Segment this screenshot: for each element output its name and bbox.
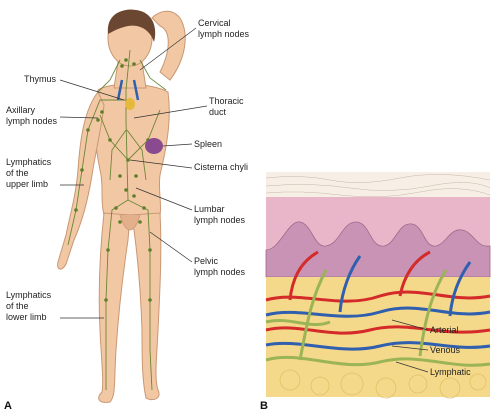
hair (107, 9, 156, 42)
pelvis-shading (119, 214, 141, 231)
label-axillary-lymph-nodes: Axillary lymph nodes (6, 105, 58, 126)
lymph-node (132, 62, 136, 66)
lymph-node (114, 206, 118, 210)
spleen (145, 138, 163, 154)
lymph-node (80, 168, 84, 172)
lymph-node (104, 298, 108, 302)
label-cervical-lymph-nodes: Cervical lymph nodes (198, 18, 250, 39)
lymph-node (118, 220, 122, 224)
lymph-node (148, 298, 152, 302)
lymph-node (106, 248, 110, 252)
torso (93, 83, 170, 216)
lymph-node (96, 118, 100, 122)
label-pelvic-lymph-nodes: Pelvic lymph nodes (194, 256, 246, 277)
fat-cells (279, 369, 487, 399)
label-lymphatics-lower-limb: Lymphatics of the lower limb (6, 290, 52, 322)
human-body-illustration (57, 9, 186, 403)
lymph-node (148, 248, 152, 252)
thymus (125, 98, 135, 110)
lymph-node (124, 188, 128, 192)
lymph-node (108, 138, 112, 142)
panel-letter-b: B (260, 400, 268, 412)
lymph-node (126, 158, 130, 162)
lymph-node (86, 128, 90, 132)
left-leg (98, 212, 131, 403)
panel-letter-a: A (4, 400, 12, 412)
lymph-node (138, 220, 142, 224)
label-lumbar-lymph-nodes: Lumbar lymph nodes (194, 204, 246, 225)
veins (265, 255, 491, 351)
raised-arm (151, 10, 186, 81)
label-thymus: Thymus (24, 74, 57, 84)
lymph-node (118, 174, 122, 178)
label-thoracic-duct: Thoracic duct (209, 96, 244, 117)
lymph-node (134, 174, 138, 178)
epidermis-hatching (265, 174, 491, 198)
lymph-node (120, 64, 124, 68)
leader-lines-a (59, 27, 208, 319)
lymph-node (124, 58, 128, 62)
thymus-vessel (116, 79, 140, 101)
label-venous: Venous (430, 345, 461, 355)
lymph-node (74, 208, 78, 212)
dermal-papillae (265, 221, 491, 278)
leader-lines-b (391, 319, 429, 373)
label-lymphatics-upper-limb: Lymphatics of the upper limb (6, 157, 52, 189)
label-spleen: Spleen (194, 139, 223, 149)
lymph-node (100, 110, 104, 114)
label-arterial: Arterial (430, 325, 459, 335)
lymph-nodes (74, 58, 152, 302)
tissue-section-illustration (265, 172, 491, 399)
label-cisterna-chyli: Cisterna chyli (194, 162, 249, 172)
lymph-node (142, 206, 146, 210)
lymphatic-vessels (265, 269, 491, 367)
lymph-node (132, 194, 136, 198)
right-leg (129, 212, 162, 401)
label-lymphatic: Lymphatic (430, 367, 471, 377)
